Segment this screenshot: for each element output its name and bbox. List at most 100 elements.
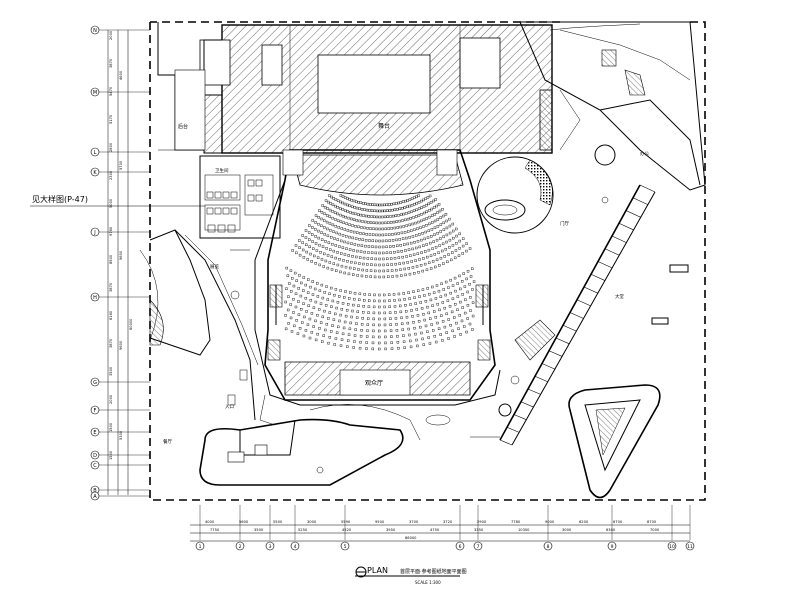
grid-bubble-label: J [93, 230, 95, 236]
dimension-text: 5700 [119, 160, 123, 170]
left-dimension-chain [107, 30, 129, 495]
dimension-text: 3950 [386, 528, 396, 532]
dimension-text: 7750 [210, 528, 220, 532]
dimension-text: 5590 [341, 520, 351, 524]
grid-bubble-11 [685, 541, 695, 551]
detail-callout: 见大样图(P-47) [30, 194, 205, 207]
dimension-text: 8160 [109, 310, 113, 320]
dimension-text: 9760 [109, 226, 113, 236]
dimension-text: 4520 [342, 528, 352, 532]
grid-bubble-label: 5 [344, 544, 347, 550]
dimension-text: 3350 [474, 528, 484, 532]
south-canopy [199, 404, 421, 486]
grid-bubble-label: F [94, 408, 97, 414]
dimension-text: 4750 [430, 528, 440, 532]
dimension-total: 86000 [405, 536, 417, 540]
restaurant-label: 餐厅 [163, 438, 172, 445]
dimension-text: 5170 [109, 114, 113, 124]
dimension-text: 6200 [579, 520, 589, 524]
landscape-features [227, 196, 609, 438]
east-glass-wall [499, 184, 656, 446]
foyer-label: 门厅 [560, 220, 569, 227]
grid-bubble-6 [455, 541, 465, 551]
grid-bubble-label: 11 [687, 544, 693, 550]
dimension-text: 6300 [606, 528, 616, 532]
dimension-text: 9500 [375, 520, 385, 524]
grid-bubble-label: B [93, 488, 97, 494]
dimension-total: 60000 [129, 318, 133, 330]
dimension-text: 1500 [109, 450, 113, 460]
dimension-text: 7780 [511, 520, 521, 524]
grid-bubble-label: 3 [269, 544, 272, 550]
grid-bubble-3 [265, 541, 275, 551]
dimension-text: 3000 [307, 520, 317, 524]
grid-bubble-10 [667, 541, 677, 551]
entrance-label: 入口 [225, 404, 234, 410]
dimension-text: 5000 [109, 198, 113, 208]
dimension-text: 10300 [518, 528, 530, 532]
grid-bubble-label: M [93, 90, 97, 96]
dimension-text: 2900 [477, 520, 487, 524]
plan-subtitle: 首层平面·参考图纸地面平面图 [400, 568, 467, 575]
back-stage-label: 后台 [178, 123, 188, 130]
dimension-text: 4000 [205, 520, 215, 524]
dimension-text: 3000 [562, 528, 572, 532]
grid-bubble-4 [290, 541, 300, 551]
office-label: 办公 [640, 150, 649, 157]
dimension-text: 2300 [109, 170, 113, 180]
foyer-walls [230, 179, 501, 426]
dimension-text: 3870 [109, 338, 113, 348]
detail-callout-text: 见大样图(P-47) [32, 194, 88, 204]
grid-bubble-8 [543, 541, 553, 551]
grid-bubble-label: K [93, 170, 97, 176]
upper-right-wing [519, 21, 706, 191]
grid-bubble-9 [607, 541, 617, 551]
drawing-title: PLAN 首层平面·参考图纸地面平面图 SCALE 1:300 [355, 566, 467, 585]
dimension-text: 5500 [273, 520, 283, 524]
grid-bubble-label: G [93, 380, 97, 386]
dimension-text: 9600 [119, 340, 123, 350]
dimension-text: 3500 [109, 366, 113, 376]
dimension-text: 7000 [650, 528, 660, 532]
stage-block [199, 24, 553, 154]
plan-title: PLAN [367, 566, 388, 575]
grid-bubble-label: 4 [294, 544, 297, 550]
dimension-text: 2800 [109, 142, 113, 152]
dimension-text: 3500 [254, 528, 264, 532]
grid-bubble-label: L [94, 150, 97, 156]
dimension-text: 5300 [119, 430, 123, 440]
grid-bubble-label: N [93, 28, 97, 34]
grid-bubble-label: H [93, 295, 97, 301]
dimension-text: 4600 [119, 70, 123, 80]
seating-rows [284, 194, 476, 351]
dimension-text: 8500 [109, 254, 113, 264]
lobby-label: 大堂 [615, 293, 624, 300]
grid-bubble-label: E [93, 430, 96, 436]
toilet-label: 卫生间 [215, 167, 229, 174]
spiral-stair [476, 156, 554, 234]
dimension-text: 2000 [109, 394, 113, 404]
back-stage-wing [157, 22, 222, 151]
triangle-pavilion [568, 384, 661, 499]
grid-bubble-label: 6 [459, 544, 462, 550]
grid-bubble-label: 8 [547, 544, 550, 550]
grid-bubble-label: 1 [199, 544, 202, 550]
dimension-text: 3700 [409, 520, 419, 524]
site-boundary-east [690, 21, 706, 185]
dimension-text: 6700 [613, 520, 623, 524]
dimension-text: 8700 [647, 520, 657, 524]
grid-bubble-label: 9 [611, 544, 614, 550]
grid-bubble-label: 2 [239, 544, 242, 550]
dimension-text: 9600 [119, 250, 123, 260]
grid-bubble-label: 10 [669, 544, 675, 550]
exhibition-label: 展览 [210, 263, 219, 270]
dimension-text: 5470 [109, 86, 113, 96]
dimension-text: 3870 [109, 282, 113, 292]
auditorium [264, 149, 496, 401]
grid-bubble-label: 7 [477, 544, 480, 550]
dimension-text: 5250 [298, 528, 308, 532]
site-boundary [149, 21, 706, 501]
grid-bubble-label: A [93, 494, 97, 500]
